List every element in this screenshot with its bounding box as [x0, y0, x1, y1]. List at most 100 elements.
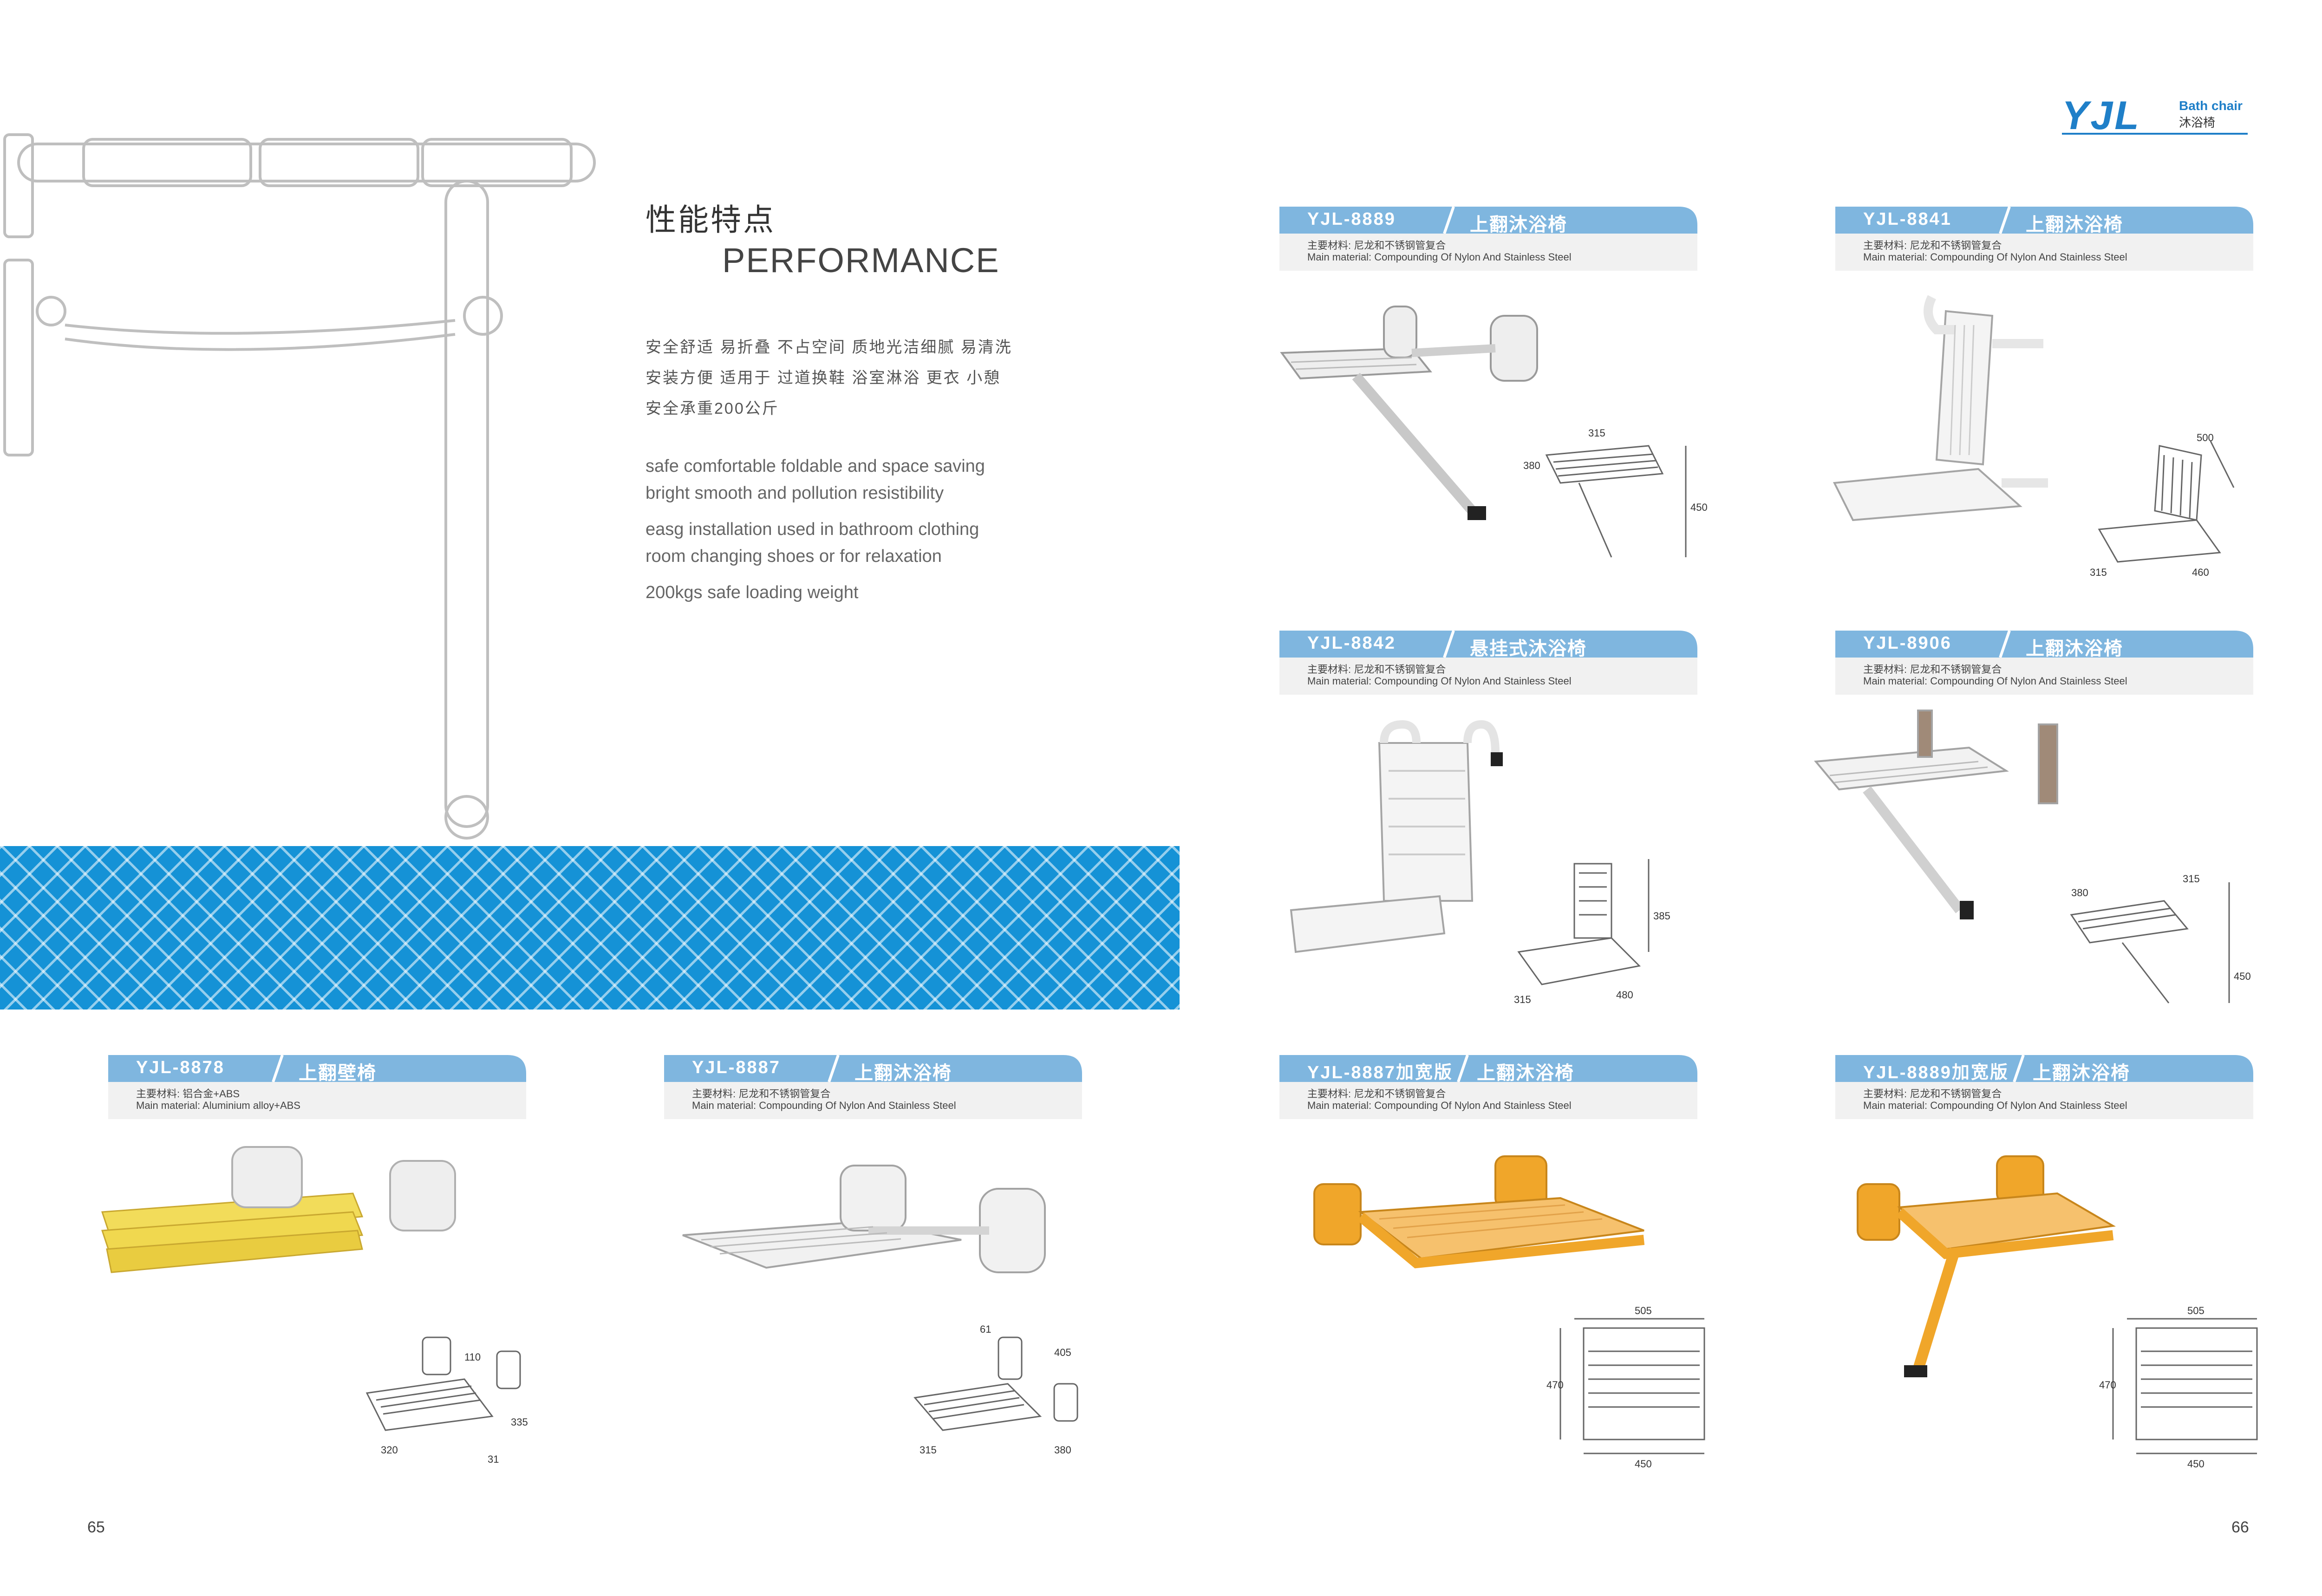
material-cn: 主要材料: 尼龙和不锈钢管复合: [1863, 664, 2002, 675]
page-number-right: 66: [2231, 1518, 2249, 1536]
product-header-yjl-8889: YJL-8889 上翻沐浴椅 主要材料: 尼龙和不锈钢管复合 Main mate…: [1279, 207, 1697, 283]
material-cn: 主要材料: 尼龙和不锈钢管复合: [1863, 1088, 2002, 1100]
product-photo-yjl-8906: [1814, 710, 2058, 919]
logo-sub-cn: 沐浴椅: [2179, 116, 2216, 130]
header-bar: [1835, 1055, 2253, 1082]
dim-label: 505: [1635, 1305, 1652, 1316]
material-en: Main material: Compounding Of Nylon And …: [1307, 251, 1572, 263]
description-en-line: bright smooth and pollution resistibilit…: [646, 483, 944, 503]
product-name: 上翻沐浴椅: [2033, 1063, 2130, 1083]
header-bar: [664, 1055, 1082, 1082]
product-code: YJL-8887: [692, 1058, 781, 1077]
product-code: YJL-8841: [1863, 209, 1952, 229]
dim-label: 450: [1690, 502, 1708, 513]
product-name: 上翻沐浴椅: [2026, 638, 2123, 659]
material-en: Main material: Compounding Of Nylon And …: [1863, 1100, 2127, 1111]
product-name: 上翻沐浴椅: [2026, 215, 2123, 235]
description-en: safe comfortable foldable and space savi…: [646, 453, 985, 606]
dim-label: 505: [2187, 1305, 2205, 1316]
description-en-line: easg installation used in bathroom cloth…: [646, 520, 979, 539]
dim-label: 460: [2192, 567, 2209, 578]
product-name: 悬挂式沐浴椅: [1470, 638, 1587, 659]
description-en-line: room changing shoes or for relaxation: [646, 547, 942, 566]
product-photo-yjl-8889: [1280, 306, 1538, 520]
dimension-drawing-yjl-8842: 385 315 480: [1514, 859, 1670, 1005]
header-bar: [1279, 207, 1697, 234]
header-bar: [1279, 1055, 1697, 1082]
product-photo-yjl-8878: [101, 1146, 456, 1273]
logo-underline: [2062, 133, 2248, 135]
material-box: 主要材料: 尼龙和不锈钢管复合 Main material: Compoundi…: [1835, 1082, 2253, 1119]
dim-label: 380: [1054, 1444, 1071, 1456]
product-header-yjl-8906: YJL-8906 上翻沐浴椅 主要材料: 尼龙和不锈钢管复合 Main mate…: [1835, 631, 2253, 707]
material-cn: 主要材料: 尼龙和不锈钢管复合: [1307, 240, 1446, 251]
product-header-yjl-8889-wide: YJL-8889加宽版 上翻沐浴椅 主要材料: 尼龙和不锈钢管复合 Main m…: [1835, 1055, 2253, 1132]
product-photo-yjl-8842: [1290, 720, 1503, 953]
material-box: 主要材料: 尼龙和不锈钢管复合 Main material: Compoundi…: [1279, 658, 1697, 695]
dim-label: 315: [2090, 567, 2107, 578]
dim-label: 385: [1653, 910, 1670, 922]
product-name: 上翻沐浴椅: [854, 1063, 952, 1083]
dim-label: 31: [488, 1453, 499, 1465]
product-code: YJL-8889加宽版: [1863, 1063, 2009, 1082]
dim-label: 450: [2187, 1458, 2205, 1470]
material-cn: 主要材料: 尼龙和不锈钢管复合: [692, 1088, 831, 1100]
description-cn-line: 安全舒适 易折叠 不占空间 质地光洁细腻 易清洗: [646, 339, 1012, 356]
page-number-left: 65: [87, 1518, 105, 1536]
dimension-drawing-yjl-8878: 110 320 335 31: [365, 1336, 528, 1465]
material-cn: 主要材料: 铝合金+ABS: [136, 1088, 240, 1100]
dim-label: 380: [2071, 887, 2088, 899]
product-header-yjl-8878: YJL-8878 上翻壁椅 主要材料: 铝合金+ABS Main materia…: [108, 1055, 526, 1132]
product-name: 上翻沐浴椅: [1470, 215, 1567, 235]
dim-label: 110: [464, 1351, 481, 1363]
material-en: Main material: Compounding Of Nylon And …: [1307, 1100, 1572, 1111]
description-en-line: 200kgs safe loading weight: [646, 583, 859, 602]
dimension-drawing-yjl-8887-wide: 505 470 450: [1546, 1305, 1705, 1470]
dimension-drawing-yjl-8887: 61 405 315 380: [913, 1323, 1078, 1456]
dim-label: 315: [1588, 427, 1605, 439]
section-title-en: PERFORMANCE: [722, 241, 1000, 280]
seat-outline-illustration: [3, 133, 596, 840]
header-bar: [1279, 631, 1697, 658]
chevron-pattern-band: [0, 846, 1180, 1010]
dim-label: 335: [511, 1416, 528, 1428]
material-box: 主要材料: 尼龙和不锈钢管复合 Main material: Compoundi…: [664, 1082, 1082, 1119]
material-en: Main material: Compounding Of Nylon And …: [1863, 675, 2127, 687]
description-cn-line: 安装方便 适用于 过道换鞋 浴室淋浴 更衣 小憩: [646, 369, 1001, 387]
material-box: 主要材料: 尼龙和不锈钢管复合 Main material: Compoundi…: [1279, 1082, 1697, 1119]
dim-label: 61: [980, 1323, 991, 1335]
product-code: YJL-8906: [1863, 633, 1952, 653]
dim-label: 480: [1616, 989, 1633, 1001]
dim-label: 315: [2183, 873, 2200, 885]
material-box: 主要材料: 尼龙和不锈钢管复合 Main material: Compoundi…: [1835, 234, 2253, 271]
material-cn: 主要材料: 尼龙和不锈钢管复合: [1863, 240, 2002, 251]
material-box: 主要材料: 尼龙和不锈钢管复合 Main material: Compoundi…: [1835, 658, 2253, 695]
dim-label: 450: [2234, 971, 2251, 982]
material-en: Main material: Compounding Of Nylon And …: [1307, 675, 1572, 687]
material-box: 主要材料: 铝合金+ABS Main material: Aluminium a…: [108, 1082, 526, 1119]
material-cn: 主要材料: 尼龙和不锈钢管复合: [1307, 1088, 1446, 1100]
dim-label: 320: [381, 1444, 398, 1456]
product-code: YJL-8842: [1307, 633, 1396, 653]
dim-label: 405: [1054, 1347, 1071, 1358]
dimension-drawing-yjl-8889: 315 380 450: [1523, 427, 1708, 558]
material-en: Main material: Aluminium alloy+ABS: [136, 1100, 300, 1111]
product-code: YJL-8878: [136, 1058, 225, 1077]
material-cn: 主要材料: 尼龙和不锈钢管复合: [1307, 664, 1446, 675]
logo-text: YJL: [2062, 93, 2141, 138]
product-code: YJL-8887加宽版: [1307, 1063, 1453, 1082]
product-photo-yjl-8887: [682, 1165, 1046, 1273]
brand-logo: YJL Bath chair 沐浴椅: [2062, 93, 2248, 138]
material-box: 主要材料: 尼龙和不锈钢管复合 Main material: Compoundi…: [1279, 234, 1697, 271]
product-code: YJL-8889: [1307, 209, 1396, 229]
product-header-yjl-8841: YJL-8841 上翻沐浴椅 主要材料: 尼龙和不锈钢管复合 Main mate…: [1835, 207, 2253, 283]
header-bar: [1835, 631, 2253, 658]
product-header-yjl-8887: YJL-8887 上翻沐浴椅 主要材料: 尼龙和不锈钢管复合 Main mate…: [664, 1055, 1082, 1132]
dim-label: 315: [920, 1444, 937, 1456]
dimension-drawing-yjl-8889-wide: 505 470 450: [2099, 1305, 2258, 1470]
description-cn: 安全舒适 易折叠 不占空间 质地光洁细腻 易清洗 安装方便 适用于 过道换鞋 浴…: [646, 332, 1012, 424]
product-header-yjl-8887-wide: YJL-8887加宽版 上翻沐浴椅 主要材料: 尼龙和不锈钢管复合 Main m…: [1279, 1055, 1697, 1132]
header-bar: [108, 1055, 526, 1082]
dimension-drawing-yjl-8841: 500 315 460: [2090, 432, 2235, 578]
product-name: 上翻壁椅: [299, 1063, 377, 1083]
